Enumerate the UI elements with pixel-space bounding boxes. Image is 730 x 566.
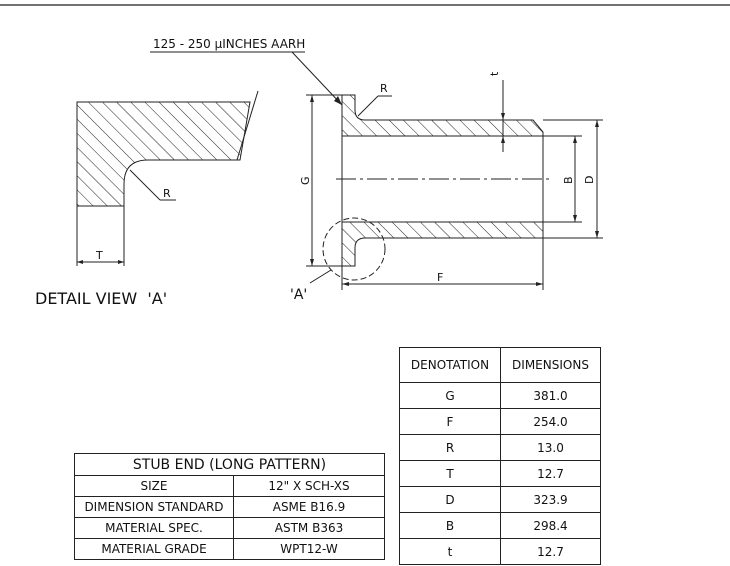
spec-label-cell: SIZE (74, 475, 234, 497)
detail-t-label: T (95, 249, 103, 262)
denotation-cell: R (399, 434, 501, 461)
g-arrow-top (310, 95, 314, 102)
denotation-cell: D (399, 486, 501, 513)
spec-value-cell: ASME B16.9 (233, 496, 385, 518)
detail-view-a: R T DETAIL VIEW 'A' (35, 90, 259, 308)
dimension-value-cell: 381.0 (500, 382, 601, 409)
main-g-label: G (299, 176, 312, 185)
spec-label-cell: DIMENSION STANDARD (74, 496, 234, 518)
dimension-value-cell: 13.0 (500, 434, 601, 461)
table-row: DIMENSION STANDARD ASME B16.9 (74, 496, 385, 518)
detail-t-arrow-right (118, 260, 124, 264)
dimension-value-cell: 298.4 (500, 512, 601, 539)
spec-label-cell: MATERIAL GRADE (74, 538, 234, 560)
dimension-value-cell: 12.7 (500, 460, 601, 487)
denotation-header: DENOTATION (399, 347, 501, 383)
f-arrow-right (536, 282, 543, 286)
spec-table-title: STUB END (LONG PATTERN) (74, 453, 385, 476)
spec-table-title-row: STUB END (LONG PATTERN) (74, 453, 385, 476)
detail-break-line (236, 90, 259, 161)
table-row: SIZE 12" X SCH-XS (74, 475, 385, 497)
upper-wall-section (341, 94, 544, 137)
spec-value-cell: ASTM B363 (233, 517, 385, 539)
d-arrow-top (595, 120, 599, 127)
stub-end-main-view: 125 - 250 μINCHES AARH R t G (150, 37, 603, 303)
detail-callout-circle (322, 217, 386, 281)
main-r-leader (357, 95, 379, 117)
detail-callout-leader (309, 269, 332, 284)
spec-label-cell: MATERIAL SPEC. (74, 517, 234, 539)
dimension-value-cell: 254.0 (500, 408, 601, 435)
dimensions-table: DENOTATION DIMENSIONS G 381.0 F 254.0 R … (399, 347, 601, 565)
dimensions-header: DIMENSIONS (500, 347, 601, 383)
detail-section-hatched (76, 101, 251, 207)
t-arrow-top (501, 113, 505, 120)
spec-value-cell: 12" X SCH-XS (233, 475, 385, 497)
t-arrow-bottom (501, 136, 505, 143)
detail-t-arrow-left (77, 260, 83, 264)
denotation-cell: B (399, 512, 501, 539)
table-row: t 12.7 (399, 538, 601, 565)
denotation-cell: G (399, 382, 501, 409)
main-r-label: R (380, 82, 388, 95)
main-t-label: t (488, 71, 501, 76)
b-arrow-bottom (573, 215, 577, 222)
spec-value-cell: WPT12-W (233, 538, 385, 560)
table-row: G 381.0 (399, 382, 601, 409)
spec-table: STUB END (LONG PATTERN) SIZE 12" X SCH-X… (74, 453, 385, 560)
lower-wall-section (341, 221, 544, 267)
table-row: MATERIAL GRADE WPT12-W (74, 538, 385, 560)
denotation-cell: t (399, 538, 501, 565)
main-f-label: F (437, 271, 443, 284)
table-row: D 323.9 (399, 486, 601, 513)
denotation-cell: F (399, 408, 501, 435)
dimension-value-cell: 12.7 (500, 538, 601, 565)
detail-r-leader (129, 169, 161, 201)
dimensions-table-header: DENOTATION DIMENSIONS (399, 347, 601, 383)
table-row: F 254.0 (399, 408, 601, 435)
g-arrow-bottom (310, 259, 314, 266)
table-row: MATERIAL SPEC. ASTM B363 (74, 517, 385, 539)
main-b-label: B (562, 176, 575, 184)
finish-note-arrowhead (334, 96, 342, 105)
d-arrow-bottom (595, 231, 599, 238)
denotation-cell: T (399, 460, 501, 487)
detail-callout-label: 'A' (290, 287, 307, 303)
dimension-value-cell: 323.9 (500, 486, 601, 513)
f-arrow-left (342, 282, 349, 286)
table-row: R 13.0 (399, 434, 601, 461)
finish-note: 125 - 250 μINCHES AARH (153, 37, 305, 51)
finish-note-leader (291, 51, 343, 106)
detail-r-label: R (163, 187, 171, 200)
table-row: T 12.7 (399, 460, 601, 487)
main-d-label: D (583, 176, 596, 184)
table-row: B 298.4 (399, 512, 601, 539)
detail-view-title: DETAIL VIEW 'A' (35, 289, 167, 308)
b-arrow-top (573, 136, 577, 143)
